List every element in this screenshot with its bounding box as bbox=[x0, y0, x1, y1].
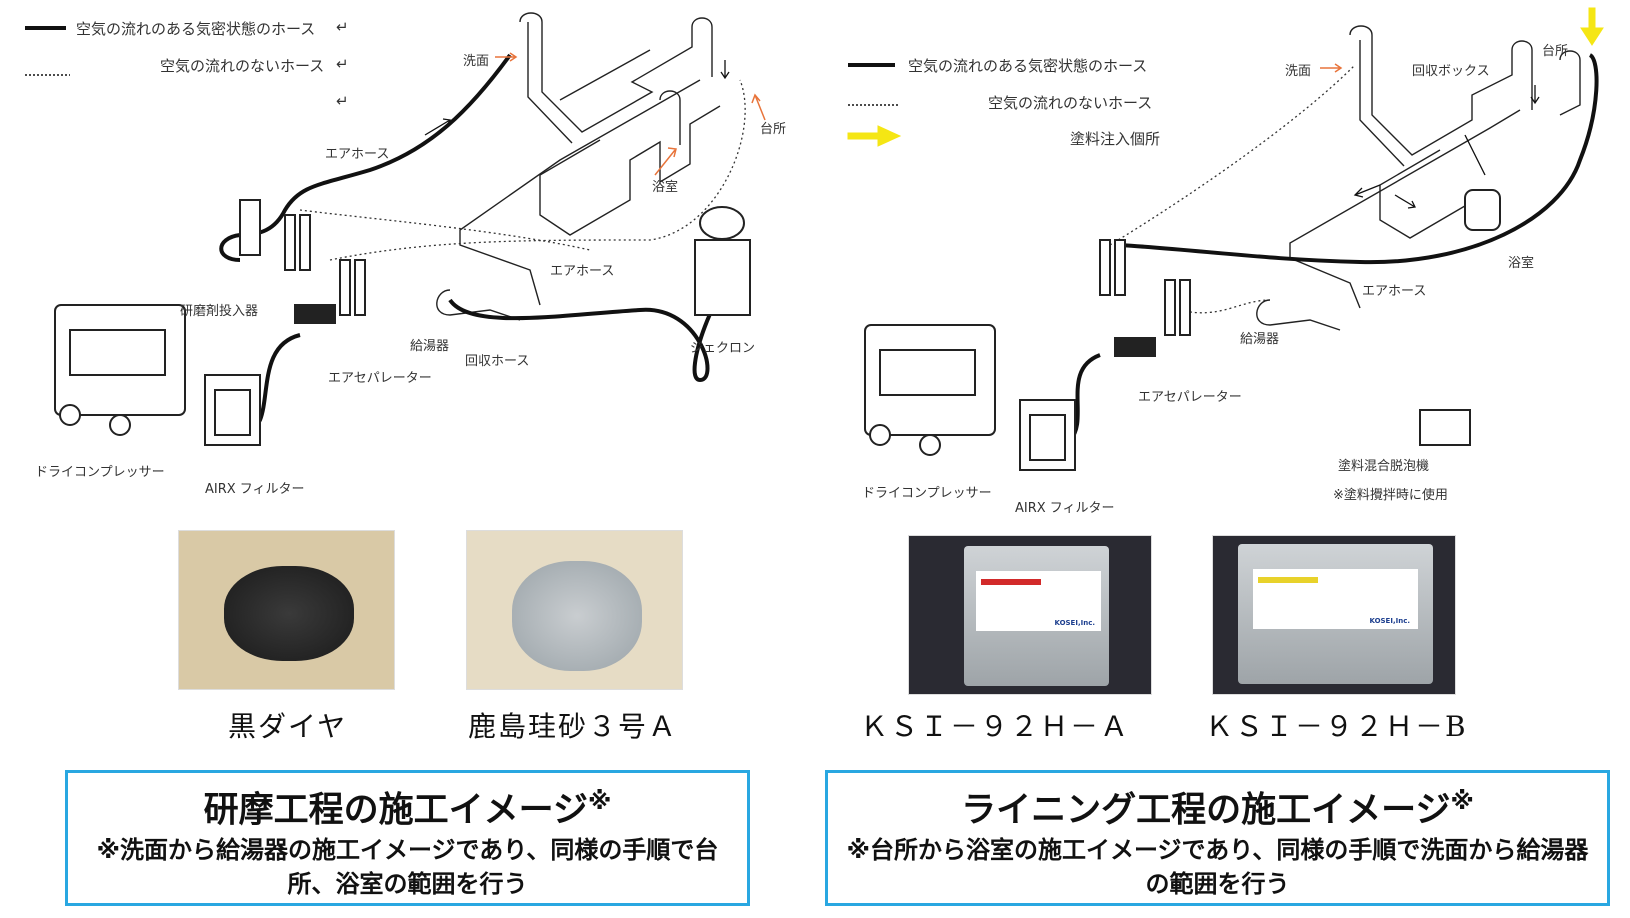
right-legend-air-hose: 空気の流れのある気密状態のホース bbox=[908, 57, 1148, 75]
left-equipment bbox=[54, 199, 751, 446]
photo-kuro-diamond bbox=[178, 530, 395, 690]
right-label-senmen: 洗面 bbox=[1285, 64, 1312, 79]
left-legend-return-3: ↵ bbox=[336, 92, 349, 110]
right-label-daidokoro: 台所 bbox=[1542, 44, 1569, 59]
right-label-dry-compressor: ドライコンプレッサー bbox=[862, 486, 992, 501]
left-legend-no-air-hose: 空気の流れのないホース bbox=[160, 57, 325, 75]
caption-ksi-92h-a: ＫＳＩ－９２Ｈ－Ａ bbox=[860, 710, 1131, 743]
left-label-kenmazai: 研磨剤投入器 bbox=[180, 304, 259, 319]
left-flow-arrows bbox=[424, 60, 730, 136]
right-orange-arrows bbox=[1320, 63, 1343, 73]
caption-kuro-diamond: 黒ダイヤ bbox=[228, 710, 348, 743]
right-label-kyutoki: 給湯器 bbox=[1240, 332, 1280, 347]
left-label-dry-compressor: ドライコンプレッサー bbox=[35, 465, 165, 480]
left-legend-return-1: ↵ bbox=[336, 18, 349, 36]
left-label-kaishu-hose: 回収ホース bbox=[465, 354, 530, 369]
left-pipe-network bbox=[436, 12, 721, 321]
right-summary-box: ライニング工程の施工イメージ※ ※台所から浴室の施工イメージであり、同様の手順で… bbox=[825, 770, 1610, 906]
right-dotted-hoses bbox=[1109, 64, 1356, 314]
left-box-note: ※洗面から給湯器の施工イメージであり、同様の手順で台所、浴室の範囲を行う bbox=[96, 835, 719, 898]
right-label-kaishu-box: 回収ボックス bbox=[1412, 64, 1490, 79]
left-jekuron-shape bbox=[694, 239, 751, 316]
right-box-note: ※台所から浴室の施工イメージであり、同様の手順で洗面から給湯器の範囲を行う bbox=[846, 835, 1589, 898]
right-legend-yellow-arrow bbox=[847, 125, 902, 147]
left-box-title-mark: ※ bbox=[587, 787, 612, 815]
left-legend-air-hose: 空気の流れのある気密状態のホース bbox=[76, 20, 316, 38]
left-label-airx-filter: AIRX フィルター bbox=[205, 482, 305, 497]
caption-ksi-92h-b: ＫＳＩ－９２Ｈ－B bbox=[1205, 710, 1468, 743]
photo-b-brand: KOSEI,Inc. bbox=[1369, 617, 1410, 625]
right-box-title-mark: ※ bbox=[1450, 787, 1474, 815]
left-label-yokushitsu: 浴室 bbox=[652, 180, 679, 195]
right-legend-no-air-hose: 空気の流れのないホース bbox=[988, 94, 1153, 112]
right-box-title-row: ライニング工程の施工イメージ※ bbox=[828, 779, 1607, 833]
right-box-title: ライニング工程の施工イメージ bbox=[961, 790, 1451, 831]
left-label-air-separator: エアセパレーター bbox=[328, 371, 432, 386]
left-label-daidokoro: 台所 bbox=[760, 122, 787, 137]
right-recovery-box-shape bbox=[1464, 189, 1501, 231]
left-label-senmen: 洗面 bbox=[463, 54, 490, 69]
left-diagram bbox=[20, 5, 795, 505]
right-legend-injection: 塗料注入個所 bbox=[1070, 130, 1161, 148]
left-label-jekuron: ジェクロン bbox=[690, 341, 756, 356]
left-label-kyutoki: 給湯器 bbox=[410, 339, 450, 354]
right-mixer-shape bbox=[1419, 409, 1471, 446]
photo-a-brand: KOSEI,Inc. bbox=[1054, 619, 1095, 627]
left-summary-box: 研摩工程の施工イメージ※ ※洗面から給湯器の施工イメージであり、同様の手順で台所… bbox=[65, 770, 750, 906]
left-box-title: 研摩工程の施工イメージ bbox=[203, 790, 588, 831]
left-label-air-hose-1: エアホース bbox=[325, 147, 390, 162]
photo-ksi-92h-a: KOSEI,Inc. bbox=[908, 535, 1152, 695]
right-label-mixer-note: ※塗料攪拌時に使用 bbox=[1333, 488, 1448, 503]
right-label-yokushitsu: 浴室 bbox=[1508, 256, 1535, 271]
right-label-air-hose: エアホース bbox=[1362, 284, 1427, 299]
right-equipment bbox=[864, 189, 1501, 471]
right-flow-arrows bbox=[1353, 85, 1540, 209]
right-label-airx-filter: AIRX フィルター bbox=[1015, 501, 1115, 516]
right-label-air-separator: エアセパレーター bbox=[1138, 390, 1242, 405]
left-dotted-hoses bbox=[299, 79, 746, 261]
left-label-air-hose-2: エアホース bbox=[550, 264, 615, 279]
photo-ksi-92h-b: KOSEI,Inc. bbox=[1212, 535, 1456, 695]
left-orange-arrows bbox=[495, 52, 766, 176]
right-pipe-network bbox=[1256, 25, 1581, 331]
left-box-title-row: 研摩工程の施工イメージ※ bbox=[68, 779, 747, 833]
right-label-mixer: 塗料混合脱泡機 bbox=[1338, 459, 1430, 474]
left-legend-return-2: ↵ bbox=[336, 55, 349, 73]
caption-kashima-sand: 鹿島珪砂３号Ａ bbox=[468, 710, 679, 743]
right-yellow-injection-arrow bbox=[1580, 7, 1604, 46]
photo-kashima-sand bbox=[466, 530, 683, 690]
